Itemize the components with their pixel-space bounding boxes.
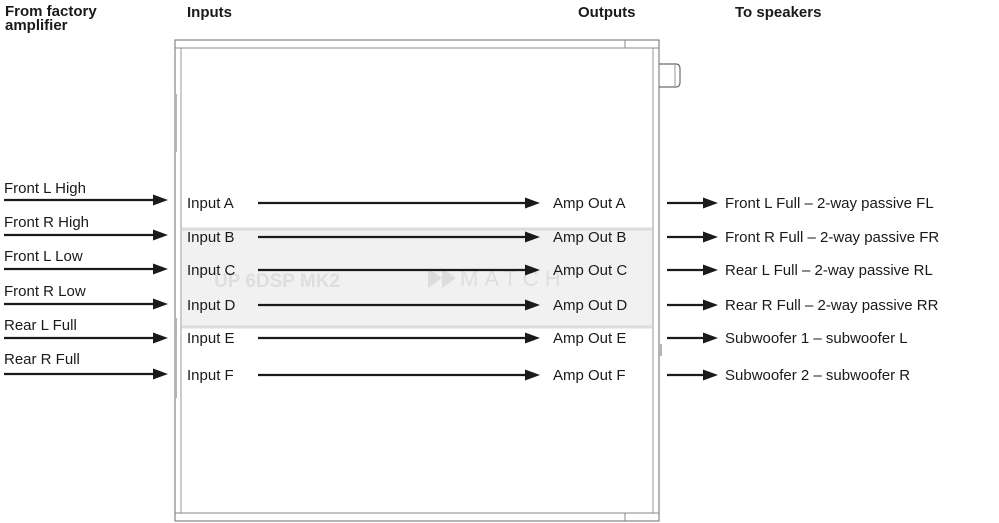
speaker-arrow <box>667 197 718 209</box>
internal-arrow <box>258 332 540 344</box>
output-label: Amp Out E <box>553 330 627 347</box>
internal-arrow <box>258 264 540 276</box>
internal-arrow <box>258 231 540 243</box>
source-arrow <box>4 194 168 206</box>
source-label: Front L High <box>4 180 86 197</box>
speaker-label: Rear R Full – 2-way passive RR <box>725 297 939 314</box>
internal-arrow <box>258 299 540 311</box>
output-label: Amp Out C <box>553 262 628 279</box>
source-arrow <box>4 368 168 380</box>
speaker-arrow <box>667 332 718 344</box>
output-label: Amp Out F <box>553 367 626 384</box>
speaker-label: Front R Full – 2-way passive FR <box>725 229 940 246</box>
header-outputs: Outputs <box>578 4 636 21</box>
speaker-label: Front L Full – 2-way passive FL <box>725 195 934 212</box>
speaker-arrow <box>667 299 718 311</box>
header-to-speakers: To speakers <box>735 4 822 21</box>
internal-arrow <box>258 197 540 209</box>
speaker-arrow <box>667 369 718 381</box>
input-label: Input E <box>187 330 235 347</box>
output-label: Amp Out A <box>553 195 626 212</box>
source-label: Rear R Full <box>4 351 80 368</box>
speaker-arrow <box>667 264 718 276</box>
input-label: Input F <box>187 367 234 384</box>
internal-arrow <box>258 369 540 381</box>
header-inputs: Inputs <box>187 4 232 21</box>
speaker-label: Subwoofer 2 – subwoofer R <box>725 367 911 384</box>
source-arrow <box>4 332 168 344</box>
input-label: Input A <box>187 195 234 212</box>
source-label: Front L Low <box>4 248 83 265</box>
source-label: Front R High <box>4 214 90 231</box>
input-label: Input D <box>187 297 236 314</box>
output-label: Amp Out B <box>553 229 627 246</box>
header-from-factory: From factory amplifier <box>5 3 97 34</box>
source-label: Rear L Full <box>4 317 77 334</box>
speaker-label: Subwoofer 1 – subwoofer L <box>725 330 908 347</box>
output-label: Amp Out D <box>553 297 628 314</box>
source-arrow <box>4 263 168 275</box>
source-arrow <box>4 229 168 241</box>
input-label: Input B <box>187 229 235 246</box>
source-label: Front R Low <box>4 283 86 300</box>
source-arrow <box>4 298 168 310</box>
speaker-arrow <box>667 231 718 243</box>
input-label: Input C <box>187 262 236 279</box>
watermark-model: UP 6DSP MK2 <box>214 271 341 292</box>
speaker-label: Rear L Full – 2-way passive RL <box>725 262 933 279</box>
watermark-brand: MATCH <box>460 266 567 291</box>
